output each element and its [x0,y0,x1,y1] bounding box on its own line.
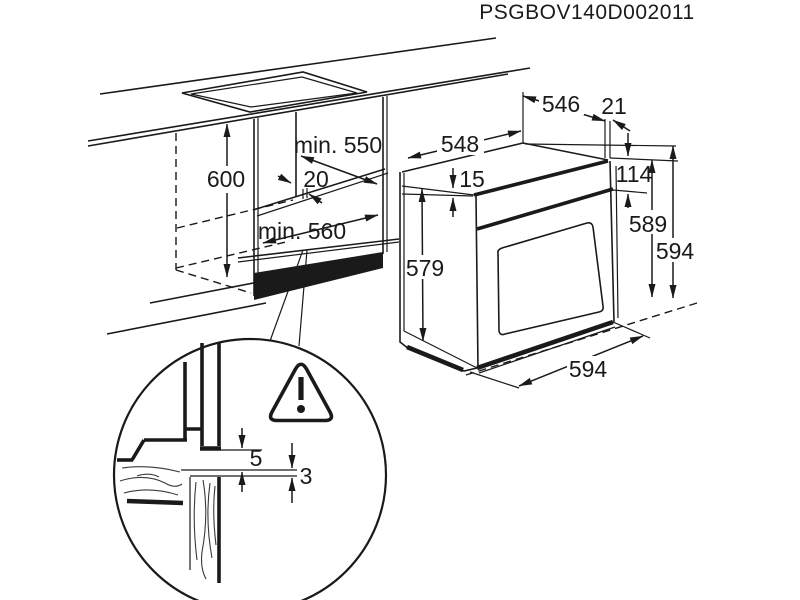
gap-below-label: 3 [300,463,313,489]
dim-gap-below: 3 [288,443,313,503]
dim-niche-depth: min. 550 [294,132,382,185]
rear-height-label: 589 [629,211,667,237]
niche-width-label: min. 560 [258,218,346,244]
niche-depth-label: min. 550 [294,132,382,158]
dim-front-width: 594 [518,335,644,387]
floor-gap-label: 20 [303,166,329,192]
dim-niche-height: 600 [206,123,247,278]
panel-height-label: 114 [616,161,653,187]
warning-icon [268,362,334,423]
rear-edge-label: 21 [601,93,627,119]
front-width-label: 594 [569,356,608,382]
detail-callout: 5 3 [112,249,388,600]
wood-grain-vertical [193,479,217,580]
worktop [87,37,531,147]
dim-total-height: 594 [656,145,695,299]
dim-body-depth: 546 [522,91,606,122]
top-depth-label: 548 [441,131,479,157]
product-code-title: PSGBOV140D002011 [479,1,694,24]
cross-section [117,343,297,583]
dim-panel-height: 114 [616,133,653,208]
oven-foot [399,331,478,373]
total-height-label: 594 [656,238,695,264]
cabinet-niche [106,96,400,335]
hob-cutout [181,71,368,113]
body-height-label: 579 [406,255,444,281]
top-clearance-label: 15 [459,166,485,192]
dim-rear-edge: 21 [601,93,631,132]
door-window [497,222,604,336]
dim-top-depth: 548 [407,130,522,159]
exclamation-dot [297,405,305,413]
wood-grain-horizontal [119,466,183,496]
gap-above-label: 5 [250,445,263,471]
dim-rear-height: 589 [629,159,668,298]
exclamation-bar [298,377,304,400]
dim-gap-above: 5 [238,428,263,492]
dim-body-height: 579 [405,188,446,342]
niche-height-label: 600 [207,166,245,192]
dim-niche-width: min. 560 [258,214,379,244]
dim-top-clearance: 15 [449,166,485,217]
ventilation-strip [254,252,383,300]
body-depth-label: 546 [542,91,580,117]
dim-floor-gap: 20 [277,166,329,205]
detail-circle [112,337,388,600]
